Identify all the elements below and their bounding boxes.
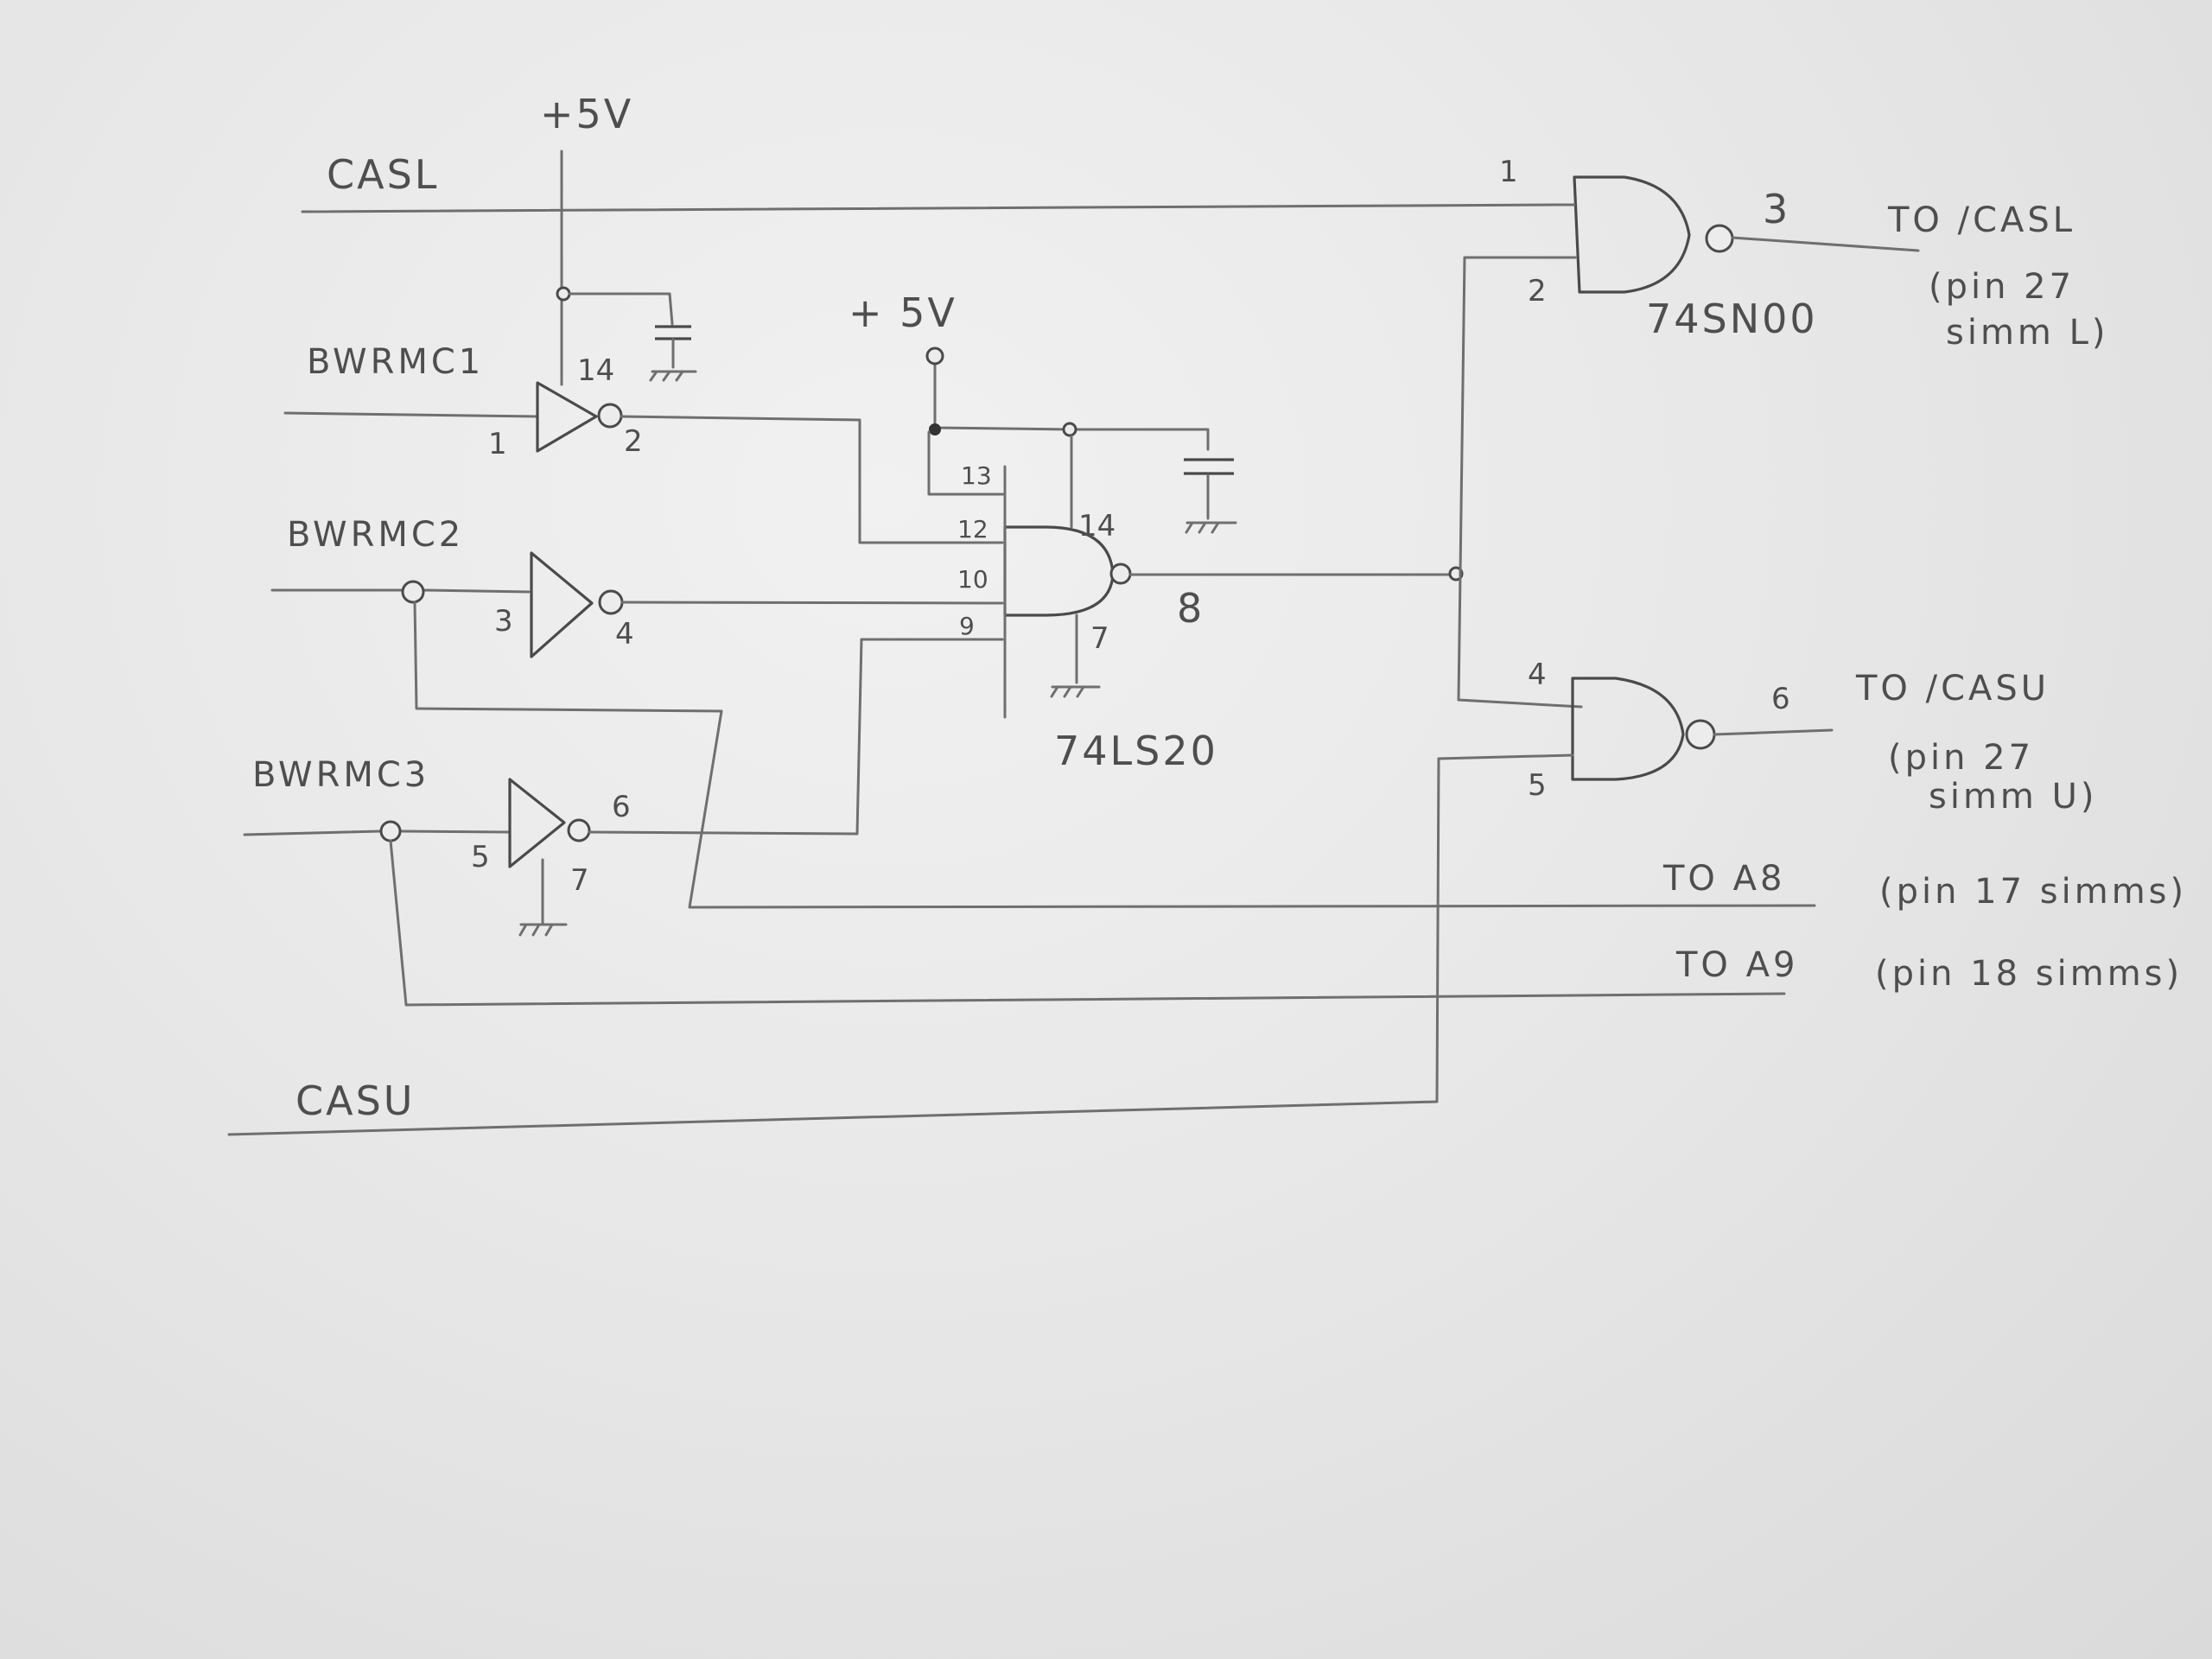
chip-74sn00-label: 74SN00 (1646, 296, 1818, 342)
pin-inv1-out: 2 (624, 424, 643, 459)
pin-inv3-in: 5 (471, 840, 490, 874)
casl-bus-label: CASL (327, 151, 439, 198)
bw3-label: BWRMC3 (252, 755, 429, 795)
inv1-output-wire (620, 415, 1004, 544)
pin-ls20-7: 7 (1090, 621, 1109, 656)
cap-left-symbol (655, 325, 691, 340)
vcc-right-label: + 5V (849, 289, 957, 336)
nand-top-bubble (1705, 224, 1734, 253)
inv2-output-wire (620, 601, 1004, 605)
to-casu-label: TO /CASU (1855, 669, 2050, 709)
casl-note-1: (pin 27 (1929, 267, 2075, 307)
to-casl-label: TO /CASL (1887, 200, 2075, 240)
nand-bottom-bubble (1685, 719, 1716, 750)
pin13-wire (927, 430, 1007, 496)
pin-n2-a: 4 (1528, 658, 1547, 692)
pin-inv3-out: 6 (612, 790, 631, 824)
vcc-left-node (556, 286, 571, 302)
pin-n2-b: 5 (1528, 768, 1547, 803)
nand-top-output (1731, 236, 1920, 252)
pin-ls20-14: 14 (1078, 509, 1116, 543)
casl-bus-line (301, 203, 1557, 213)
nand-top-symbol (1573, 175, 1691, 294)
pin-inv2-in: 3 (494, 604, 513, 639)
cap-right-ground (1185, 474, 1237, 534)
inverter-2-symbol (530, 551, 594, 658)
inv3-output-wire (588, 638, 1004, 836)
pin-inv2-out: 4 (615, 617, 634, 652)
pin-ls20-12: 12 (957, 515, 988, 543)
ls20-pin7-ground (1050, 613, 1101, 698)
a9-note: (pin 18 simms) (1875, 954, 2183, 994)
nand-bottom-output (1713, 728, 1834, 736)
to-a8-label: TO A8 (1662, 859, 1785, 899)
nand-bottom-symbol (1571, 677, 1685, 781)
vcc-right-terminal (925, 346, 944, 365)
ls20-bubble (1109, 563, 1132, 585)
vcc-left-label: +5V (540, 91, 633, 137)
bw2-input-line (270, 588, 531, 594)
a8-note: (pin 17 simms) (1879, 872, 2187, 912)
pin-inv1-vcc: 14 (577, 353, 614, 388)
casu-bus-line (227, 757, 1440, 1136)
pin-ls20-10: 10 (957, 565, 988, 594)
a9-line (389, 839, 1786, 1007)
pin-n1-b: 2 (1528, 274, 1547, 308)
bw3-input-line (243, 830, 512, 836)
inverter-1-bubble (597, 403, 623, 429)
inverter-3-symbol (508, 778, 566, 868)
cap-right-symbol (1184, 458, 1234, 475)
bw1-label: BWRMC1 (307, 342, 484, 382)
casl-note-2: simm L) (1946, 313, 2109, 353)
inverter-2-bubble (598, 589, 624, 615)
bw3-node (379, 820, 402, 842)
inverter-1-symbol (536, 381, 598, 453)
bw1-input-line (283, 411, 539, 418)
pin-ls20-8: 8 (1177, 585, 1205, 632)
inv3-ground (518, 858, 568, 937)
cap-left-ground (649, 338, 697, 382)
cap-left-wire (568, 292, 674, 326)
nand-bottom-in2 (1437, 753, 1574, 760)
pin-ls20-9: 9 (959, 612, 975, 640)
inverter-3-bubble (567, 818, 591, 842)
vcc-right-junction (929, 423, 941, 435)
casu-note-2: simm U) (1929, 777, 2097, 817)
pin14-junction (1062, 422, 1077, 437)
chip-74ls20-label: 74LS20 (1054, 728, 1218, 774)
a8-line (413, 601, 1816, 909)
pin-n2-out: 6 (1771, 682, 1790, 716)
casu-note-1: (pin 27 (1888, 738, 2034, 778)
pin-ls20-13: 13 (961, 461, 992, 490)
to-a9-label: TO A9 (1675, 945, 1798, 985)
pin-n1-out: 3 (1763, 186, 1790, 232)
nand-top-in2 (1457, 256, 1583, 709)
bw2-node (401, 580, 425, 604)
pin-n1-a: 1 (1499, 155, 1518, 189)
casu-bus-label: CASU (296, 1077, 415, 1124)
bw2-label: BWRMC2 (287, 515, 464, 555)
pin-inv1-in: 1 (488, 427, 507, 461)
pin-inv3-gnd: 7 (570, 863, 589, 898)
